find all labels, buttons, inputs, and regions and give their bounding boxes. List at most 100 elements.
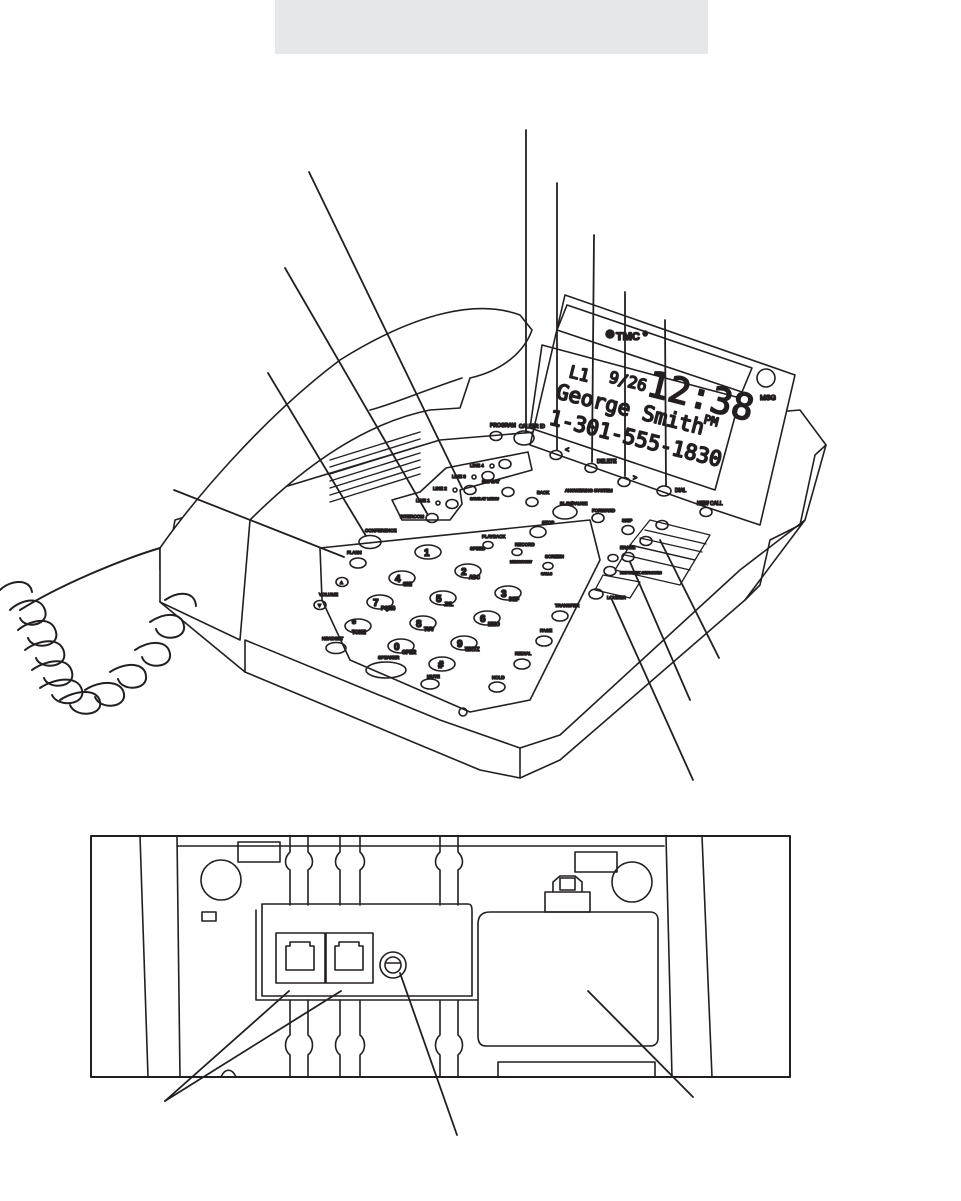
key-2 xyxy=(454,563,482,579)
volume-down-button xyxy=(313,599,327,611)
delete-label: DELETE xyxy=(597,459,617,465)
tmc-logo-icon xyxy=(605,329,615,339)
key-8-digit: 8 xyxy=(416,619,422,630)
key-hash-digit: # xyxy=(438,660,444,671)
memo-conv-label: MEMO/CONV xyxy=(510,560,533,564)
key-4-letters: GHI xyxy=(403,582,413,588)
left-arrow-label: < xyxy=(565,447,569,454)
key-3-letters: DEF xyxy=(509,597,519,603)
flash-label: FLASH xyxy=(347,550,362,555)
key-5-digit: 5 xyxy=(436,594,442,605)
line1-button xyxy=(445,498,459,510)
key-7-digit: 7 xyxy=(373,598,379,609)
left-arrow-button xyxy=(549,449,563,461)
key-8 xyxy=(409,615,437,631)
key-star-digit: * xyxy=(352,619,356,630)
key-3-digit: 3 xyxy=(501,589,507,600)
memory-button-2 xyxy=(639,535,653,547)
caller-id-button xyxy=(513,430,535,446)
transfer-button xyxy=(551,610,569,622)
lcd-meridiem: PM xyxy=(702,412,719,429)
key-7 xyxy=(366,594,394,610)
mounting-hole-left xyxy=(200,859,242,901)
line4-led xyxy=(489,463,495,469)
key-6-letters: MNO xyxy=(488,622,500,628)
speaker-button xyxy=(365,661,407,679)
stop-label: STOP xyxy=(542,520,554,525)
right-arrow-button xyxy=(617,476,631,488)
keypad-panel xyxy=(319,519,601,713)
key-1-digit: 1 xyxy=(424,548,430,559)
redial-label: REDIAL xyxy=(515,651,532,656)
display-window-top xyxy=(556,304,753,393)
mounting-hole-right xyxy=(611,861,653,903)
key-hash xyxy=(428,656,456,672)
volume-down-icon: ▼ xyxy=(317,603,322,609)
line2-led xyxy=(452,487,458,493)
line-jack-1-socket xyxy=(285,941,315,971)
jack-panel xyxy=(261,903,473,997)
line3-led xyxy=(471,474,477,480)
key-2-digit: 2 xyxy=(461,567,467,578)
line3-label: LINE 3 xyxy=(452,474,466,479)
brand-logo: TMC xyxy=(616,331,640,343)
play-pause-label: PLAY/PAUSE xyxy=(560,501,587,506)
dial-button xyxy=(656,485,672,497)
hold-button xyxy=(488,681,506,693)
handset xyxy=(159,307,533,586)
callout-lines-bottom xyxy=(164,972,694,1136)
mute-label: MUTE xyxy=(427,674,440,679)
title-bar xyxy=(275,0,708,54)
louder-label: LOUDER xyxy=(607,595,627,600)
power-jack-inner xyxy=(384,956,402,974)
speaker-label: SPEAKER xyxy=(378,655,400,660)
line1-label: LINE 1 xyxy=(416,498,430,503)
record-label: RECORD xyxy=(515,542,535,547)
key-5-letters: JKL xyxy=(444,602,453,608)
key-4 xyxy=(388,570,416,586)
volume-up-button xyxy=(335,576,349,588)
new-call-button xyxy=(699,506,713,518)
tab-slot-right xyxy=(574,851,618,873)
flash-button xyxy=(349,557,367,569)
coiled-cord xyxy=(0,547,197,715)
line-buttons-panel xyxy=(391,451,533,521)
hold-label: HOLD xyxy=(492,675,505,680)
microphone-icon xyxy=(458,707,468,717)
msg-indicator xyxy=(756,368,776,388)
brand-trademark: ® xyxy=(643,331,648,338)
forward-label: FORWARD xyxy=(592,508,616,513)
key-2-letters: ABC xyxy=(469,575,480,581)
delete-button xyxy=(584,462,598,474)
louder-button xyxy=(588,588,604,600)
line2-button xyxy=(463,484,477,496)
skip-label: SKIP xyxy=(622,518,632,523)
lcd-screen xyxy=(529,344,741,491)
callout-lines-top xyxy=(173,129,720,781)
underside-illustration xyxy=(90,835,791,1078)
caller-id-label: CALLER ID xyxy=(519,424,545,430)
line-jack-2 xyxy=(325,932,374,984)
key-9 xyxy=(450,635,478,651)
speaker-grille xyxy=(329,431,421,503)
repeat-label: REPEAT xyxy=(482,479,500,484)
small-slot xyxy=(201,911,217,922)
screen-calls-button xyxy=(542,561,554,571)
key-0-digit: 0 xyxy=(394,642,400,653)
line3-button xyxy=(481,470,495,482)
transfer-label: TRANSFER xyxy=(555,603,580,608)
back-button xyxy=(525,496,539,508)
erase-button xyxy=(607,553,619,563)
key-4-digit: 4 xyxy=(395,574,401,585)
page-label: PAGE xyxy=(540,628,552,633)
network-services-label: NETWORK SERVICES xyxy=(620,570,662,575)
line4-label: LINE 4 xyxy=(470,463,484,468)
conference-label: CONFERENCE xyxy=(365,528,397,533)
key-9-digit: 9 xyxy=(457,639,463,650)
telephone-illustration: L1 9/26 12:38 PM George Smith 1-301-555-… xyxy=(0,294,827,779)
program-button xyxy=(489,430,503,442)
conference-button xyxy=(358,534,382,550)
key-star-letters: TONE xyxy=(352,630,366,636)
speed-label: SPEED xyxy=(470,546,486,551)
